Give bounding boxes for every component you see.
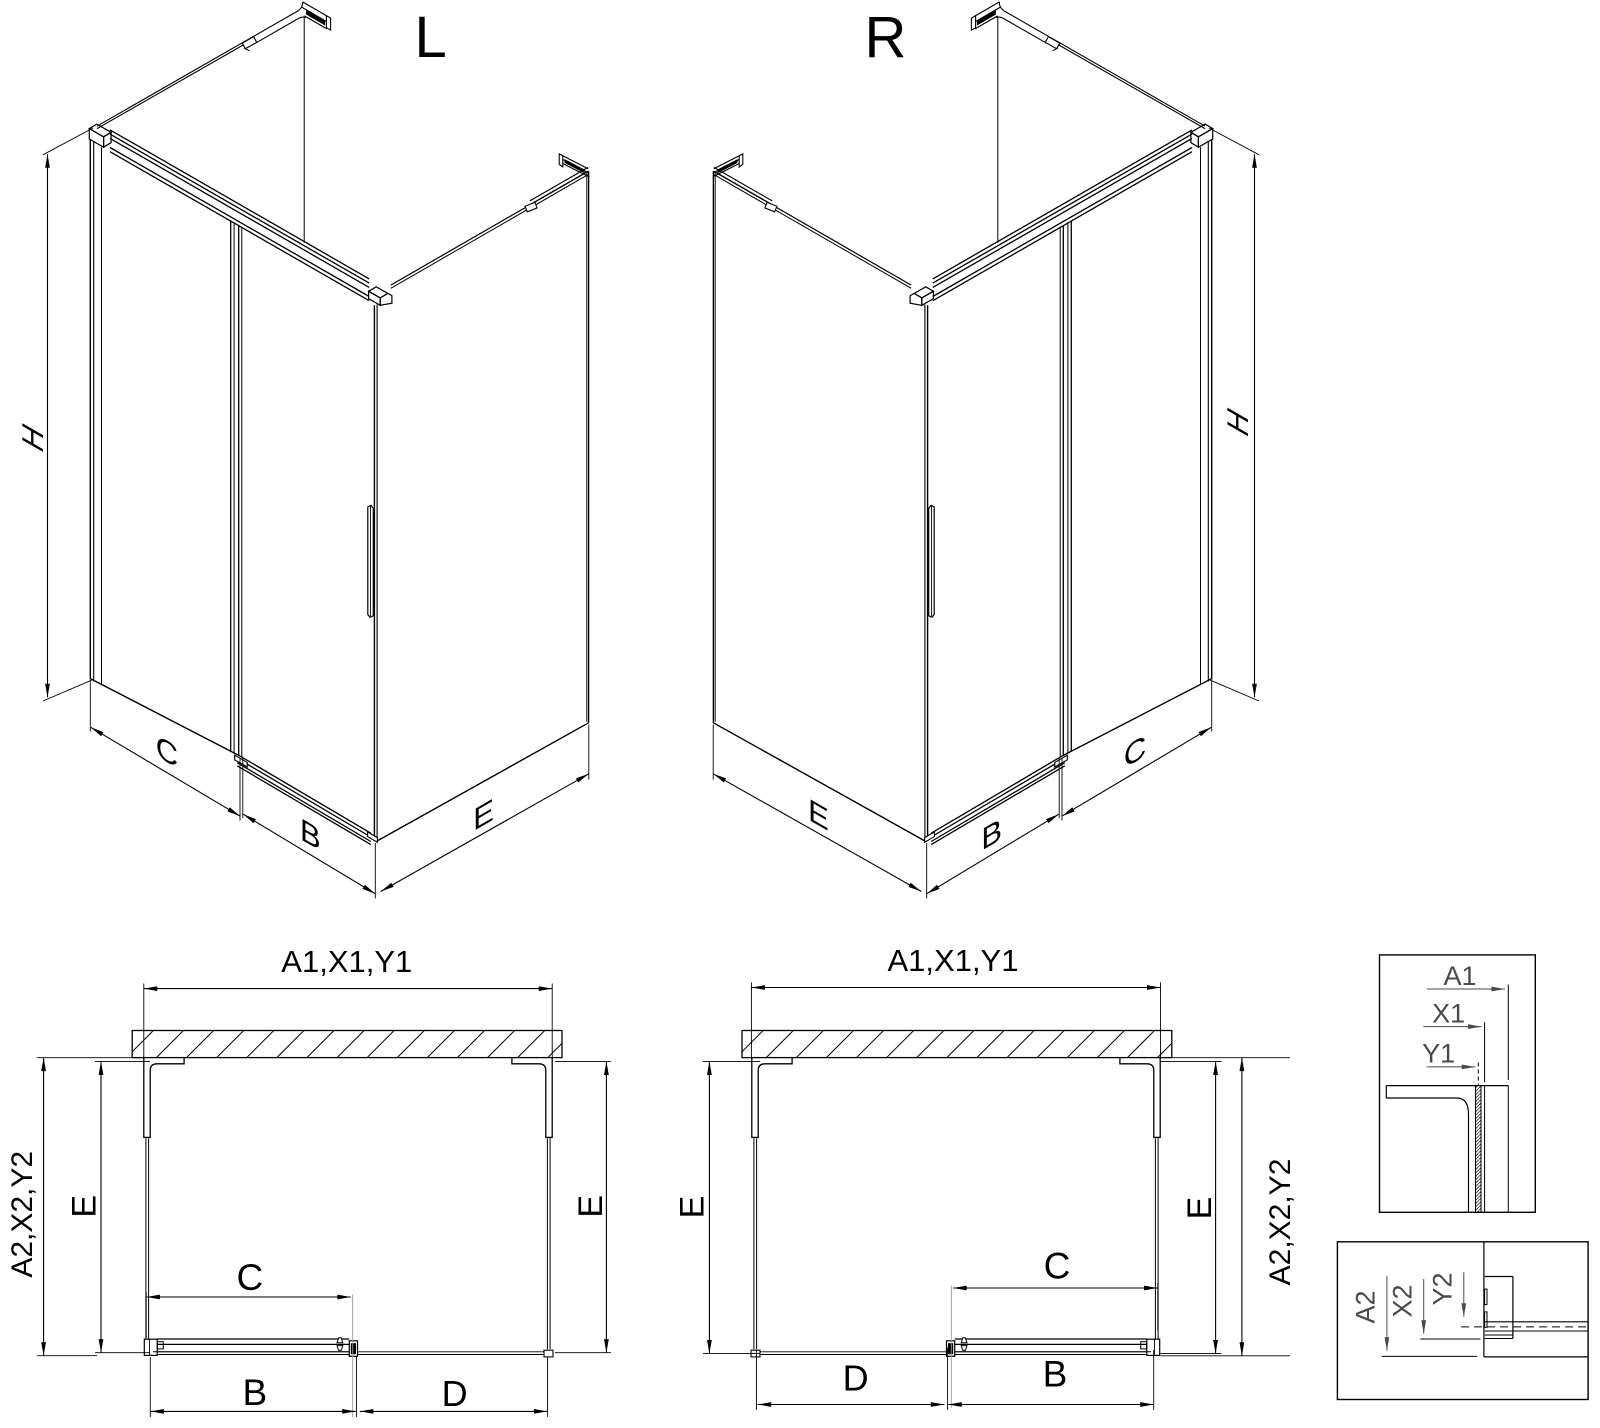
svg-text:E: E <box>473 792 494 838</box>
svg-text:A1,X1,Y1: A1,X1,Y1 <box>281 944 412 979</box>
svg-text:A2: A2 <box>1351 1290 1381 1323</box>
svg-text:L: L <box>415 5 447 70</box>
svg-text:E: E <box>572 1195 610 1218</box>
svg-text:R: R <box>865 5 907 70</box>
svg-text:Y1: Y1 <box>1422 1039 1455 1069</box>
svg-text:X2: X2 <box>1388 1284 1418 1317</box>
svg-text:B: B <box>1043 1354 1068 1395</box>
svg-text:X1: X1 <box>1432 999 1465 1029</box>
svg-text:E: E <box>808 792 829 838</box>
svg-text:E: E <box>674 1196 712 1219</box>
svg-text:A2,X2,Y2: A2,X2,Y2 <box>1264 1159 1297 1286</box>
svg-text:E: E <box>65 1195 103 1218</box>
svg-text:A1,X1,Y1: A1,X1,Y1 <box>888 943 1019 978</box>
svg-text:B: B <box>300 812 321 858</box>
svg-text:C: C <box>1044 1245 1071 1286</box>
svg-text:Y2: Y2 <box>1428 1272 1458 1305</box>
svg-text:C: C <box>156 729 178 776</box>
svg-text:A1: A1 <box>1443 961 1476 991</box>
svg-text:C: C <box>1124 729 1146 776</box>
svg-text:A2,X2,Y2: A2,X2,Y2 <box>6 1151 39 1278</box>
svg-text:B: B <box>981 812 1002 858</box>
svg-text:C: C <box>237 1257 264 1298</box>
svg-text:D: D <box>442 1373 468 1414</box>
svg-text:D: D <box>843 1357 869 1398</box>
svg-text:B: B <box>243 1372 268 1413</box>
svg-text:E: E <box>1181 1197 1219 1220</box>
